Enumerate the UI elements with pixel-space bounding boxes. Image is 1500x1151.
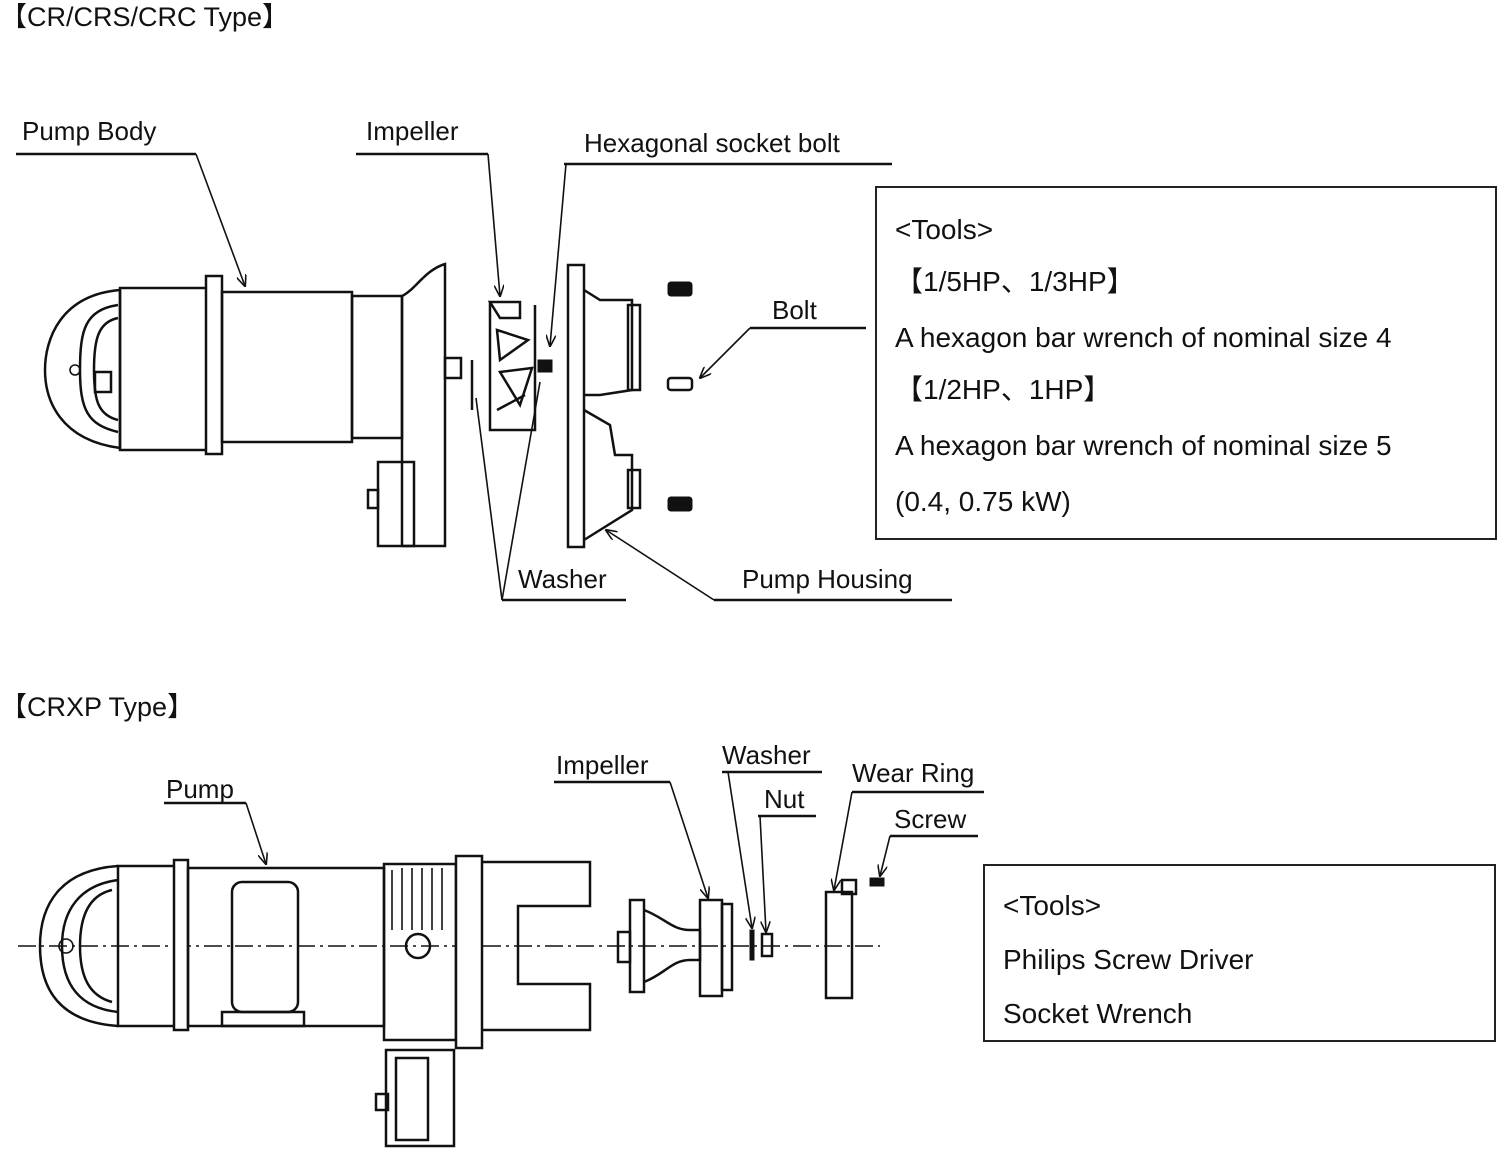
pump-housing-drawing (566, 263, 694, 549)
section-title-cr: 【CR/CRS/CRC Type】 (0, 2, 290, 32)
crxp-tools-heading: <Tools> (1003, 890, 1102, 921)
crxp-tools-socket-wrench: Socket Wrench (1003, 998, 1193, 1029)
crxp-pump-drawing (18, 854, 880, 1148)
tools-group2: 【1/2HP、1HP】 (895, 374, 1112, 405)
tools-group1: 【1/5HP、1/3HP】 (895, 266, 1135, 297)
label-hex-socket-bolt: Hexagonal socket bolt (584, 128, 840, 158)
crxp-impeller-drawing (616, 877, 885, 1000)
section-title-crxp: 【CRXP Type】 (0, 692, 195, 722)
label-pump-housing: Pump Housing (742, 564, 913, 594)
label-wear-ring: Wear Ring (852, 758, 975, 788)
tools-heading: <Tools> (895, 214, 994, 245)
tools-group2-tool: A hexagon bar wrench of nominal size 5 (895, 430, 1392, 461)
tools-box-cr: <Tools> 【1/5HP、1/3HP】 A hexagon bar wren… (875, 186, 1497, 540)
label-nut: Nut (764, 784, 805, 814)
impeller-drawing (470, 300, 553, 432)
tools-box-crxp: <Tools> Philips Screw Driver Socket Wren… (983, 864, 1496, 1042)
label-bolt: Bolt (772, 295, 817, 325)
label-screw: Screw (894, 804, 967, 834)
tools-group2-note: (0.4, 0.75 kW) (895, 486, 1071, 517)
label-impeller: Impeller (366, 116, 459, 146)
label-pump: Pump (166, 774, 234, 804)
top-leader-lines (16, 152, 952, 602)
tools-group1-tool: A hexagon bar wrench of nominal size 4 (895, 322, 1392, 353)
label-crxp-impeller: Impeller (556, 750, 649, 780)
label-crxp-washer: Washer (722, 740, 811, 770)
label-pump-body: Pump Body (22, 116, 157, 146)
label-washer: Washer (518, 564, 607, 594)
bottom-leader-lines (164, 770, 984, 932)
crxp-tools-screwdriver: Philips Screw Driver (1003, 944, 1254, 975)
pump-body-drawing (43, 262, 463, 548)
